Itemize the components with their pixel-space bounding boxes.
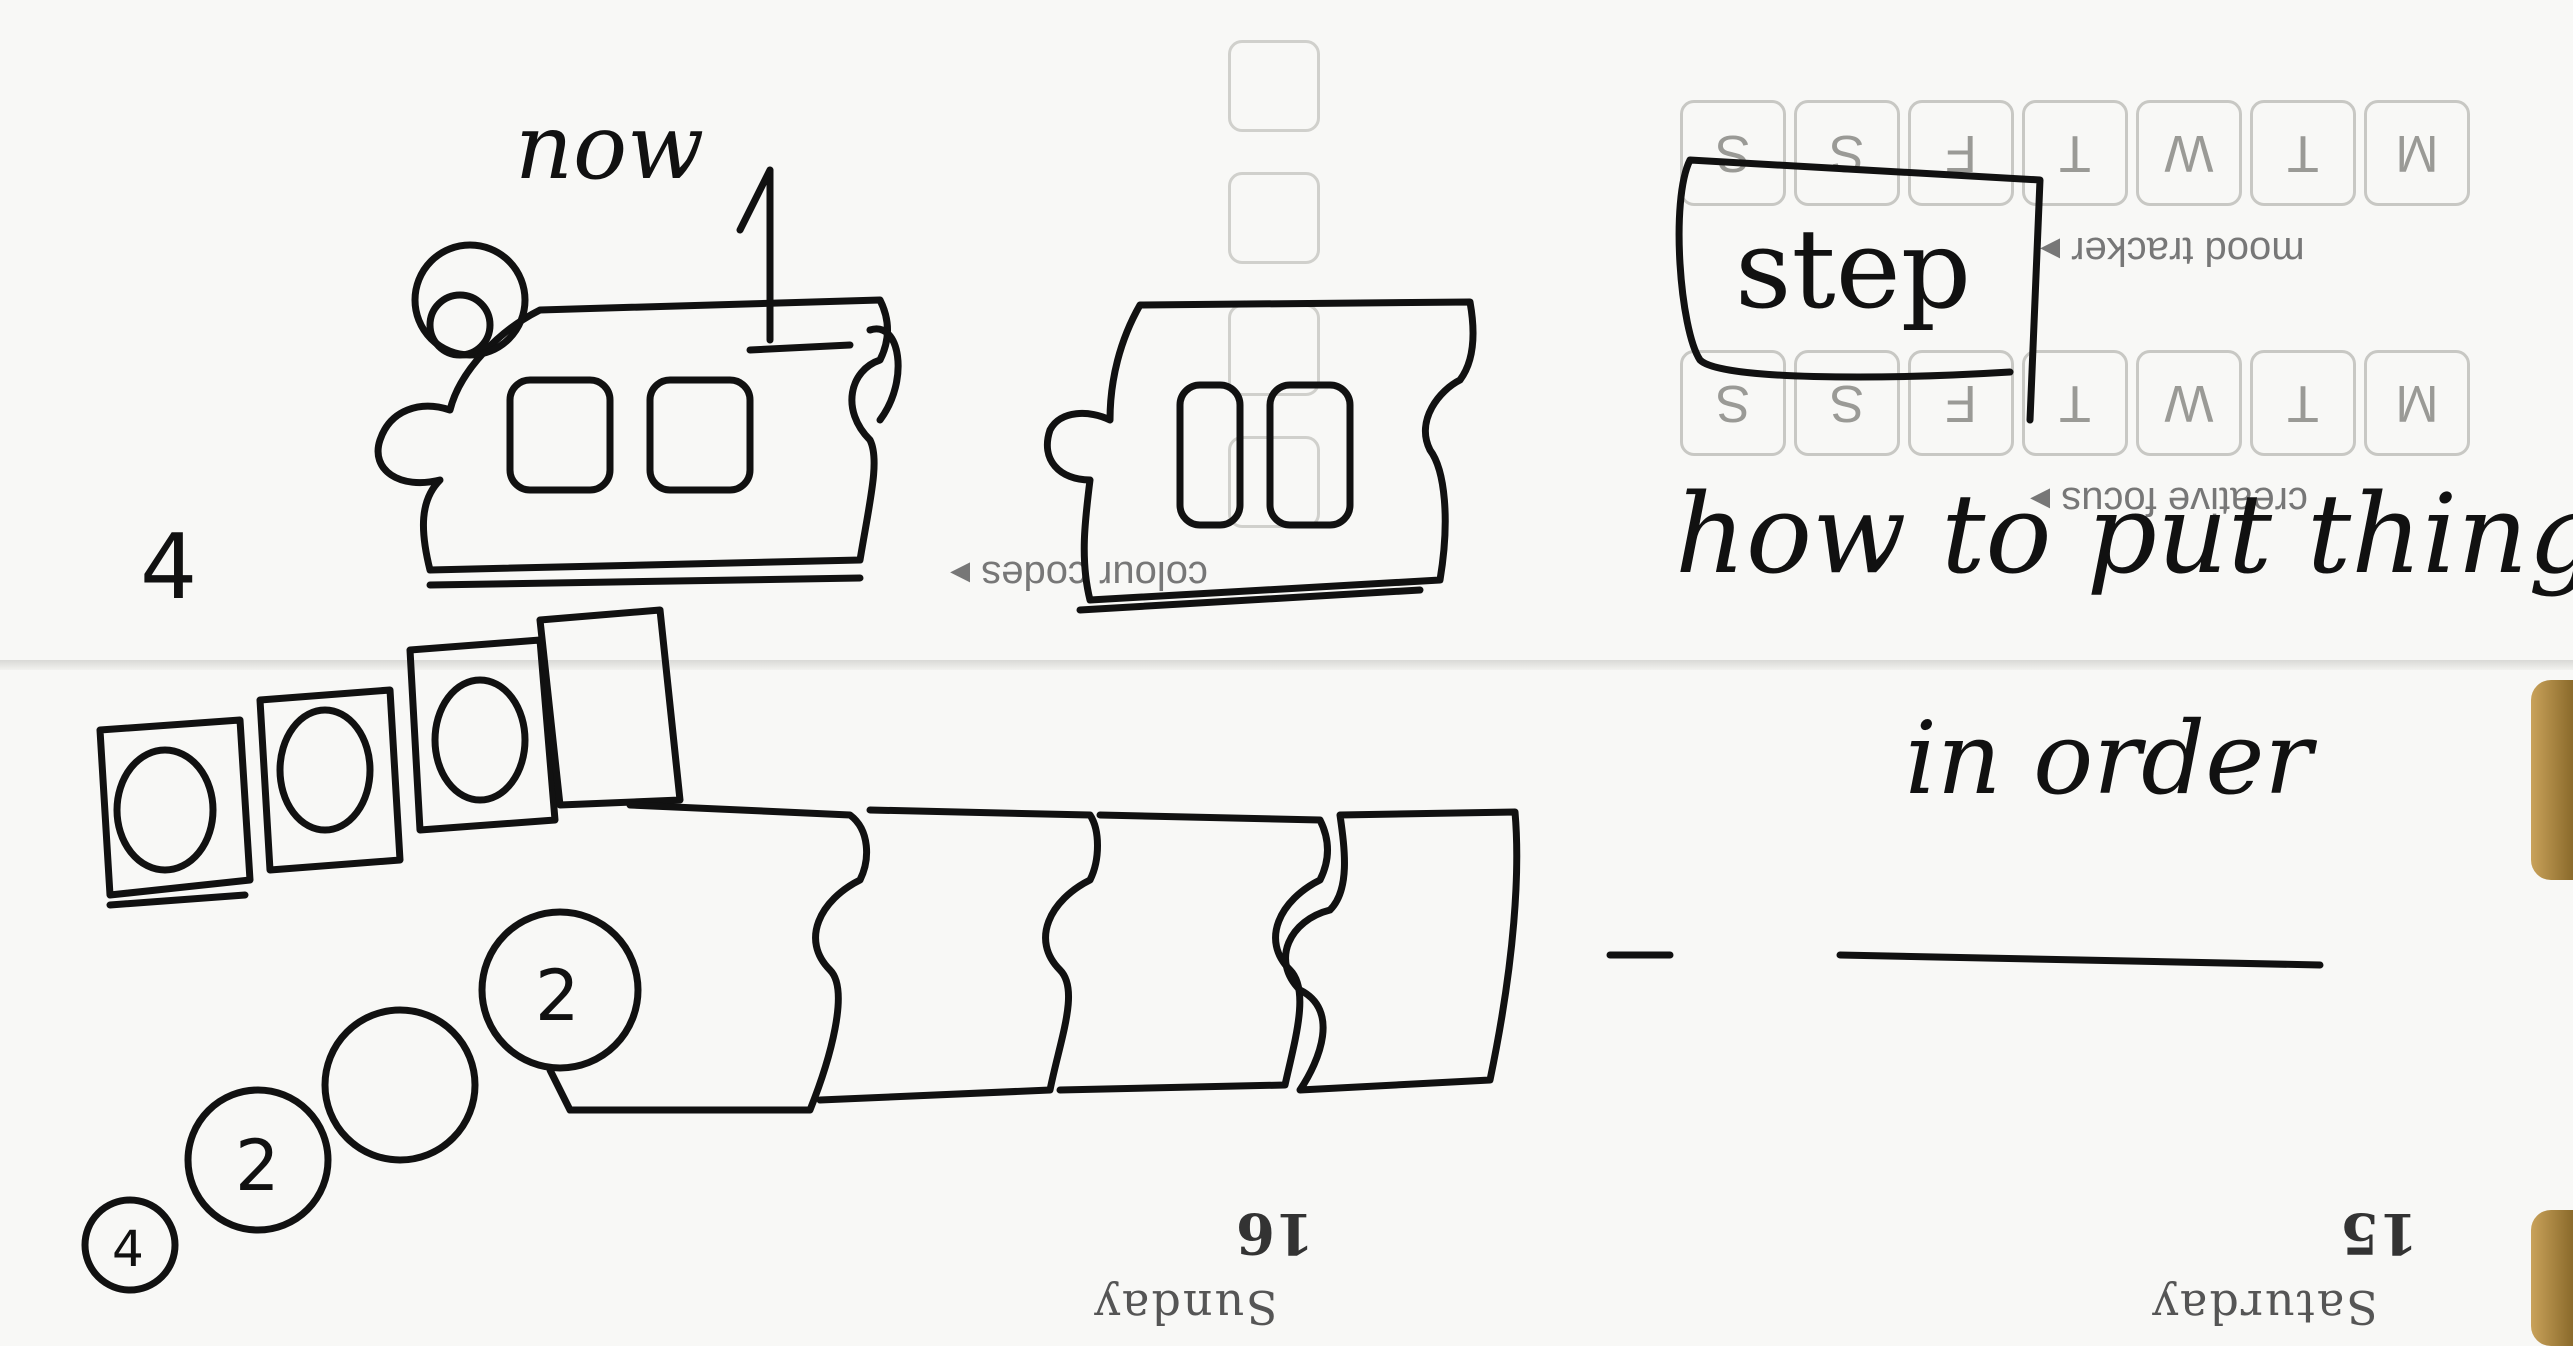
puzzle-chain [546, 801, 1521, 1114]
numeral-one-stroke [736, 166, 854, 354]
blank-line [1836, 951, 2324, 969]
handwritten-heading-line1: how to put things [1675, 470, 2573, 598]
step-box [1675, 156, 2044, 424]
handwritten-heading-line2: in order [1905, 700, 2313, 817]
binding-ring [2531, 680, 2573, 880]
colour-swatch [1228, 436, 1320, 528]
handwritten-step: step [1735, 205, 1972, 333]
puzzle-piece-top-left [374, 241, 902, 589]
circle-label: 4 [112, 1220, 144, 1278]
handwritten-now: now [515, 95, 705, 200]
binding-ring [2531, 1210, 2573, 1346]
page-fold [0, 660, 2573, 670]
colour-swatch [1228, 40, 1320, 132]
circles-trail [81, 908, 642, 1294]
puzzle-piece-top-middle [1043, 298, 1477, 614]
circle-label: 2 [235, 1125, 280, 1207]
small-pieces-row [96, 606, 684, 909]
handwritten-four: 4 [140, 515, 198, 620]
colour-swatch [1228, 172, 1320, 264]
circle-label: 2 [535, 955, 580, 1037]
